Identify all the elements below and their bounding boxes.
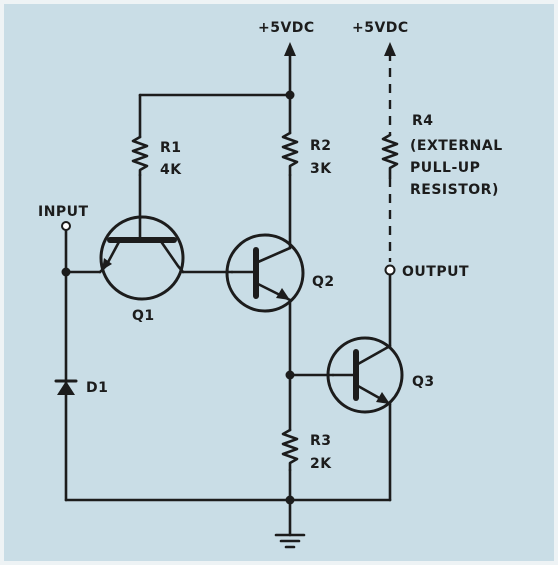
transistor-q3 bbox=[326, 336, 404, 414]
transistor-q1 bbox=[98, 215, 185, 301]
r3-name-label: R3 bbox=[310, 433, 332, 449]
r4-desc-line3: RESISTOR) bbox=[410, 182, 499, 198]
wires bbox=[64, 50, 392, 537]
r4-desc-line1: (EXTERNAL bbox=[410, 138, 503, 154]
transistor-q2 bbox=[225, 233, 305, 313]
output-label: OUTPUT bbox=[402, 264, 469, 280]
input-label: INPUT bbox=[38, 204, 89, 220]
r2-name-label: R2 bbox=[310, 138, 332, 154]
r3-value-label: 2K bbox=[310, 456, 332, 472]
d1-label: D1 bbox=[86, 380, 108, 396]
r1-value-label: 4K bbox=[160, 162, 182, 178]
r4-desc-line2: PULL-UP bbox=[410, 160, 480, 176]
q3-label: Q3 bbox=[412, 374, 435, 390]
q2-label: Q2 bbox=[312, 274, 335, 290]
resistor-r1 bbox=[131, 135, 149, 177]
r2-value-label: 3K bbox=[310, 161, 332, 177]
resistor-r4 bbox=[381, 133, 399, 180]
ground-icon bbox=[274, 533, 306, 549]
vcc-left-label: +5VDC bbox=[258, 20, 315, 36]
diode-d1 bbox=[54, 379, 78, 395]
resistor-r3 bbox=[281, 428, 299, 472]
resistor-r2 bbox=[281, 131, 299, 177]
junction-dots bbox=[61, 90, 295, 505]
vcc-right-label: +5VDC bbox=[352, 20, 409, 36]
vcc-left-arrow bbox=[284, 42, 296, 56]
vcc-right-arrow bbox=[384, 42, 396, 56]
r1-name-label: R1 bbox=[160, 140, 182, 156]
q1-label: Q1 bbox=[132, 308, 155, 324]
output-terminal bbox=[384, 264, 396, 276]
input-terminal bbox=[61, 221, 71, 231]
r4-name-label: R4 bbox=[412, 113, 434, 129]
